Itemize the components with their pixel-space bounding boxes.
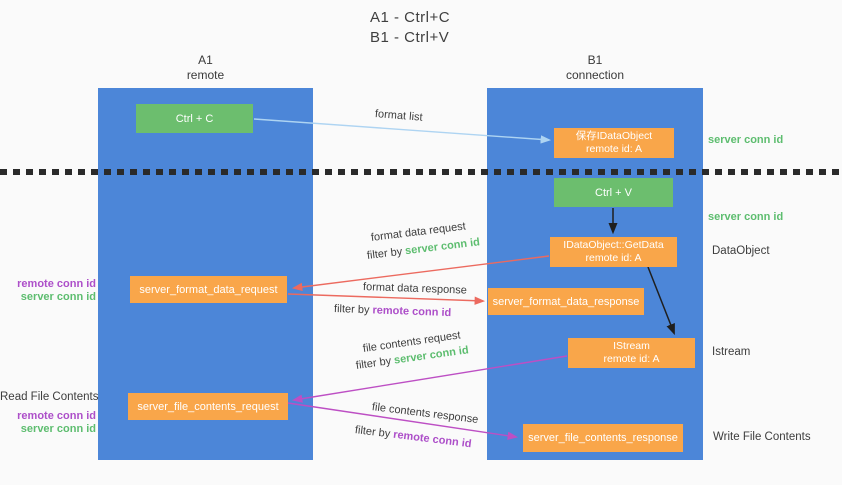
lane-header-a1: A1 remote — [98, 53, 313, 83]
filter-by-text: filter by — [355, 355, 392, 372]
lane-a1-subtitle: remote — [186, 68, 225, 82]
node-getdata-line1: IDataObject::GetData — [563, 239, 664, 251]
node-file-response-label: server_file_contents_response — [528, 432, 678, 444]
file-conn-id-labels: remote conn id server conn id — [0, 410, 96, 436]
node-server-format-data-response: server_format_data_response — [488, 288, 644, 315]
node-format-request-label: server_format_data_request — [139, 283, 278, 296]
node-save-idataobject-line2: remote id: A — [585, 143, 643, 155]
node-istream: IStream remote id: A — [568, 338, 695, 368]
dataobject-label: DataObject — [712, 245, 770, 257]
filter-by-text: filter by — [366, 245, 403, 262]
node-ctrl-v: Ctrl + V — [554, 178, 673, 207]
node-format-response-label: server_format_data_response — [492, 295, 640, 308]
lane-b1-subtitle: connection — [565, 68, 625, 82]
node-server-file-contents-response: server_file_contents_response — [523, 424, 683, 452]
file-contents-response-label: file contents response — [371, 401, 479, 426]
lane-a1-name: A1 — [198, 53, 213, 67]
format-list-label: format list — [374, 108, 424, 124]
node-getdata-line2: remote id: A — [585, 252, 642, 264]
node-save-idataobject-line1: 保存IDataObject — [575, 130, 653, 142]
server-conn-id-label-top: server conn id — [708, 134, 784, 146]
node-server-format-data-request: server_format_data_request — [130, 276, 287, 303]
node-server-file-contents-request: server_file_contents_request — [128, 393, 288, 420]
server-conn-id-keyword: server conn id — [404, 236, 481, 258]
format-conn-id-labels: remote conn id server conn id — [0, 278, 96, 304]
remote-conn-id-label: remote conn id — [17, 278, 96, 290]
write-file-contents-label: Write File Contents — [713, 431, 811, 443]
remote-conn-id-label: remote conn id — [17, 410, 96, 422]
read-file-contents-label: Read File Contents — [0, 391, 99, 403]
node-istream-line1: IStream — [613, 340, 650, 352]
format-data-response-label: format data response — [362, 281, 468, 297]
node-idataobject-getdata: IDataObject::GetData remote id: A — [550, 237, 677, 267]
node-file-request-label: server_file_contents_request — [137, 400, 279, 413]
dashed-divider — [0, 169, 842, 175]
remote-conn-id-keyword: remote conn id — [392, 428, 473, 451]
lane-header-b1: B1 connection — [487, 53, 703, 83]
istream-label: Istream — [712, 346, 751, 358]
server-conn-id-label-mid: server conn id — [708, 211, 784, 223]
filter-by-text: filter by — [333, 303, 370, 317]
remote-conn-id-keyword: remote conn id — [372, 304, 452, 320]
node-ctrl-c-label: Ctrl + C — [175, 112, 214, 125]
lane-b1-name: B1 — [587, 53, 603, 67]
diagram-title: A1 - Ctrl+C B1 - Ctrl+V — [370, 8, 450, 48]
title-line-b1: B1 - Ctrl+V — [370, 29, 450, 46]
server-conn-id-label: server conn id — [20, 291, 96, 303]
title-line-a1: A1 - Ctrl+C — [370, 9, 451, 26]
node-save-idataobject: 保存IDataObject remote id: A — [554, 128, 674, 158]
filter-by-text: filter by — [354, 424, 391, 441]
node-istream-line2: remote id: A — [603, 353, 660, 365]
node-ctrl-v-label: Ctrl + V — [595, 186, 632, 199]
node-ctrl-c: Ctrl + C — [136, 104, 253, 133]
server-conn-id-label: server conn id — [20, 423, 96, 435]
